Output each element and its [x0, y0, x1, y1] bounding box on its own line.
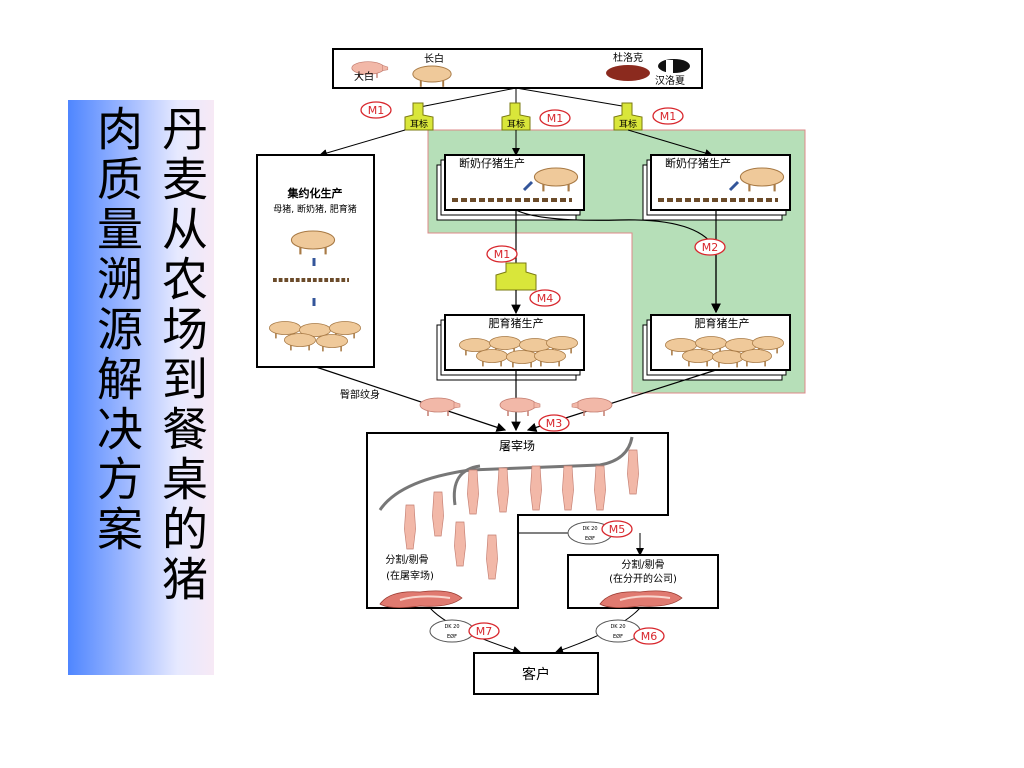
slaughterhouse-label: 屠宰场	[499, 438, 535, 453]
pig-hampshire	[658, 59, 690, 73]
pig-icon	[571, 397, 613, 417]
stamp-line1: DK 20	[582, 526, 597, 532]
intensive-subtitle: 母猪, 断奶猪, 肥育猪	[273, 203, 356, 215]
ear-tag-label: 耳标	[619, 118, 637, 130]
health-stamp: DK 20 EØF	[429, 619, 475, 643]
marker-m1-c	[652, 107, 684, 125]
marker-m2	[694, 238, 726, 256]
marker-m1-a-text: M1	[368, 104, 385, 117]
title-column-left: 肉质量溯源解决方案	[90, 105, 144, 555]
breed-label-duroc: 杜洛克	[613, 51, 643, 64]
cut-company-line2: (在分开的公司)	[609, 572, 677, 585]
finisher-2-label: 肥育猪生产	[695, 316, 750, 330]
ear-tag-label: 耳标	[410, 118, 428, 130]
marker-m1-b-text: M1	[547, 112, 564, 125]
pig-icon	[499, 397, 541, 417]
weaner-2-label: 断奶仔猪生产	[665, 156, 731, 170]
stamp-line2: EØF	[585, 535, 595, 542]
marker-m4	[529, 289, 561, 307]
tattoo-label: 臀部纹身	[340, 388, 380, 401]
health-stamp: DK 20 EØF	[567, 521, 613, 545]
title-column-right: 丹麦从农场到餐桌的猪	[155, 105, 209, 605]
breeds-box	[332, 48, 703, 89]
marker-m2-text: M2	[702, 241, 719, 254]
finisher-1-label: 肥育猪生产	[489, 316, 544, 330]
marker-m1-a	[360, 101, 392, 119]
marker-m5	[601, 520, 633, 538]
marker-m1-c-text: M1	[660, 110, 677, 123]
stamp-line1: DK 20	[444, 624, 459, 630]
marker-m7-text: M7	[476, 625, 493, 638]
customer-box	[473, 652, 599, 695]
cut-slaughter-line1: 分割/剔骨	[385, 553, 428, 566]
down-arrow-icon	[522, 180, 534, 192]
customer-label: 客户	[522, 666, 550, 683]
breed-label-large-white: 大白	[354, 70, 374, 83]
marker-m4-text: M4	[537, 292, 554, 305]
marker-m1-b	[539, 109, 571, 127]
cut-company-line1: 分割/剔骨	[621, 558, 664, 571]
breed-label-landrace: 长白	[424, 52, 444, 65]
stamp-line1: DK 20	[610, 624, 625, 630]
ear-tag-right: 耳标	[613, 102, 643, 131]
marker-m1-d	[486, 245, 518, 263]
marker-m3-text: M3	[546, 417, 563, 430]
marker-m6	[633, 627, 665, 645]
ear-tag-left: 耳标	[404, 102, 434, 131]
ear-tag-finisher	[495, 262, 537, 291]
marker-m1-d-text: M1	[494, 248, 511, 261]
marker-m3	[538, 414, 570, 432]
stamp-line2: EØF	[613, 633, 623, 640]
title-band	[68, 100, 214, 675]
ear-tag-middle: 耳标	[501, 102, 531, 131]
marker-m5-text: M5	[609, 523, 626, 536]
marker-m6-text: M6	[641, 630, 658, 643]
pig-duroc	[606, 65, 650, 81]
stamp-line2: EØF	[447, 633, 457, 640]
intensive-title: 集约化生产	[287, 186, 343, 200]
health-stamp: DK 20 EØF	[595, 619, 641, 643]
ear-tag-label: 耳标	[507, 118, 525, 130]
down-arrow-icon	[728, 180, 740, 192]
cut-slaughter-line2: (在屠宰场)	[386, 569, 434, 582]
breed-label-hampshire: 汉洛夏	[655, 74, 685, 87]
weaner-1-label: 断奶仔猪生产	[459, 156, 525, 170]
marker-m7	[468, 622, 500, 640]
